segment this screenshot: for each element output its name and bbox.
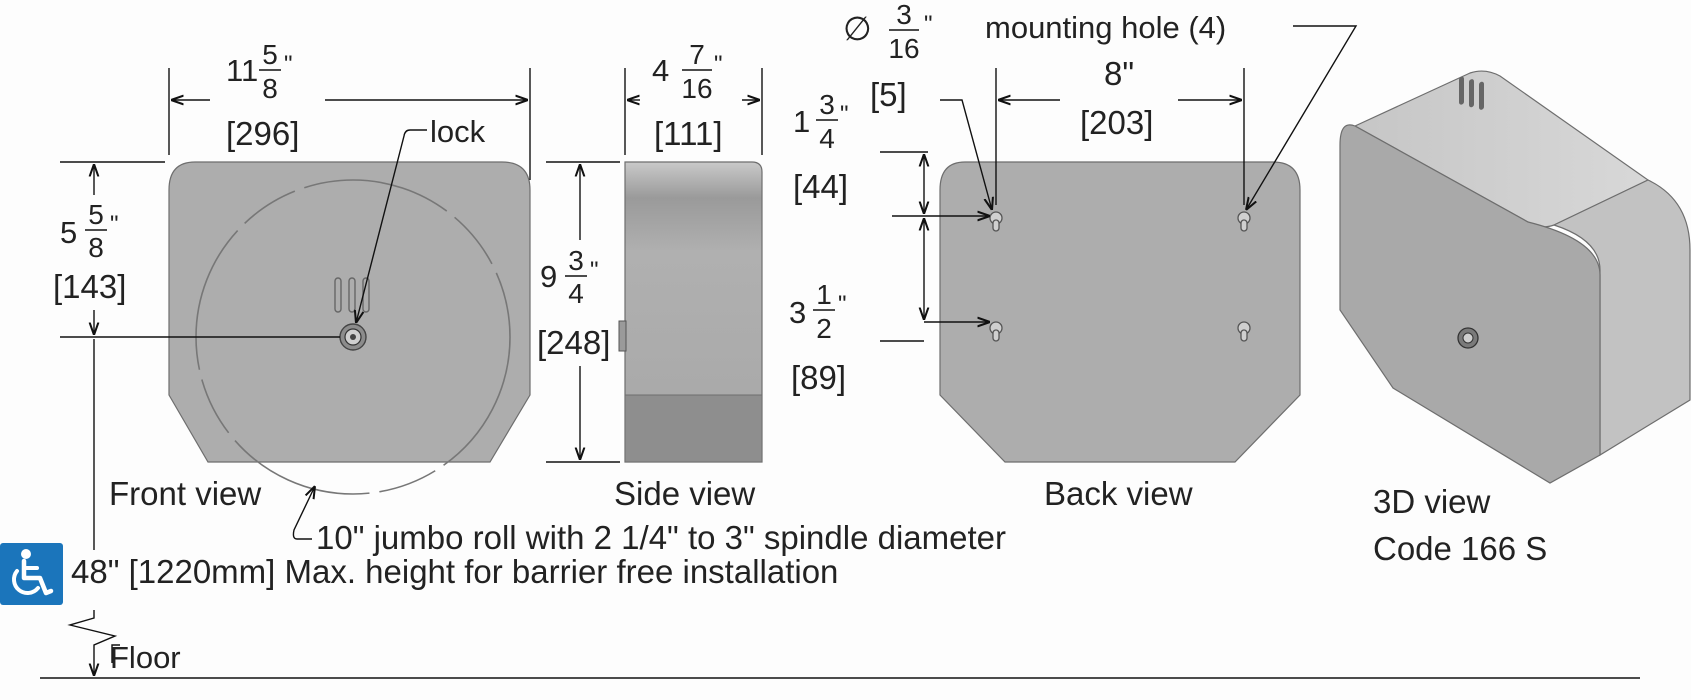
wheelchair-icon: [12, 549, 54, 596]
svg-text:[143]: [143]: [53, 268, 126, 305]
side-view-label: Side view: [614, 475, 755, 512]
slot: [1479, 81, 1484, 110]
svg-text:[44]: [44]: [793, 168, 848, 205]
svg-text:2: 2: [816, 313, 832, 344]
accessibility-badge: [0, 543, 63, 605]
side-bottom-panel: [624, 394, 763, 463]
mounting-hole-leader: [1246, 25, 1358, 210]
svg-text:": ": [838, 291, 847, 318]
slot: [1459, 76, 1464, 105]
keyhole-icon: [1237, 321, 1251, 342]
three-d-right: [1552, 179, 1691, 457]
slot: [334, 277, 342, 313]
lock-label: lock: [430, 114, 486, 149]
mounting-hole-label: mounting hole (4): [985, 10, 1226, 45]
roll-spec-text: 10" jumbo roll with 2 1/4" to 3" spindle…: [316, 519, 1006, 556]
model-code: Code 166 S: [1373, 530, 1547, 567]
svg-text:3: 3: [568, 245, 584, 276]
svg-text:": ": [110, 211, 119, 238]
svg-text:3: 3: [789, 295, 806, 330]
svg-text:": ": [924, 11, 933, 38]
back-view: 8" [203] mounting hole (4) ∅ 3 16 " [5] …: [789, 0, 1358, 512]
front-view-label: Front view: [109, 475, 261, 512]
svg-text:∅: ∅: [843, 10, 872, 47]
hole-dia-leader: [940, 99, 992, 210]
svg-text:4: 4: [568, 278, 584, 309]
svg-text:4: 4: [652, 53, 669, 88]
three-d-view-label: 3D view: [1373, 483, 1491, 520]
width-dimension: 11 5 8 " [296]: [226, 39, 299, 152]
svg-text:": ": [714, 51, 723, 78]
slot: [348, 277, 356, 313]
svg-text:8: 8: [262, 73, 278, 104]
svg-text:7: 7: [689, 39, 705, 70]
keyhole-icon: [1237, 211, 1251, 232]
svg-text:[203]: [203]: [1080, 104, 1153, 141]
side-lock-stub: [618, 320, 627, 352]
break-line: [67, 610, 118, 676]
svg-text:11: 11: [226, 53, 258, 88]
svg-text:4: 4: [819, 123, 835, 154]
back-body: [939, 161, 1301, 463]
svg-text:": ": [284, 51, 293, 78]
svg-text:[89]: [89]: [791, 359, 846, 396]
three-d-front: [1339, 124, 1601, 484]
svg-text:[296]: [296]: [226, 115, 299, 152]
lock-height-dimension: 5 5 8 " [143]: [53, 199, 126, 305]
svg-text:8": 8": [1104, 55, 1134, 92]
svg-text:1: 1: [793, 104, 810, 139]
side-body: [624, 161, 763, 463]
svg-text:[5]: [5]: [870, 76, 907, 113]
svg-text:[111]: [111]: [654, 115, 723, 152]
slot: [1469, 79, 1474, 108]
lock-leader: [356, 129, 427, 323]
svg-text:5: 5: [60, 215, 77, 250]
svg-text:1: 1: [816, 279, 832, 310]
lock-icon: [339, 323, 367, 351]
roll-leader: [292, 486, 315, 540]
svg-text:[248]: [248]: [537, 324, 610, 361]
hole-spacing-dimension: 8" [203]: [1080, 55, 1153, 141]
svg-text:16: 16: [681, 73, 712, 104]
floor-marker: [111, 644, 120, 663]
front-view: lock 11 5 8 " [296] 5 5 8 " [143]: [53, 39, 531, 676]
svg-text:5: 5: [262, 39, 278, 70]
back-view-label: Back view: [1044, 475, 1193, 512]
svg-text:3: 3: [896, 0, 912, 30]
lock-icon: [1457, 327, 1479, 349]
hole-vertical-dimension: 3 1 2 " [89]: [789, 279, 847, 396]
hole-diameter-dimension: ∅ 3 16 " [5]: [843, 0, 933, 113]
floor-label: Floor: [110, 640, 181, 675]
svg-text:5: 5: [88, 199, 104, 230]
depth-dimension: 4 7 16 " [111]: [652, 39, 723, 152]
svg-text:16: 16: [888, 33, 919, 64]
three-d-view: 3D view Code 166 S: [1339, 70, 1691, 567]
svg-text:3: 3: [819, 89, 835, 120]
svg-text:": ": [840, 101, 849, 128]
keyhole-icon: [989, 321, 1003, 342]
keyhole-icon: [989, 211, 1003, 232]
height-dimension: 9 3 4 " [248]: [537, 245, 610, 361]
svg-text:9: 9: [540, 259, 557, 294]
svg-text:8: 8: [88, 232, 104, 263]
side-view: 4 7 16 " [111] 9 3 4 " [248] Side view: [537, 39, 763, 512]
top-offset-dimension: 1 3 4 " [44]: [793, 89, 849, 205]
max-height-text: 48" [1220mm] Max. height for barrier fre…: [71, 553, 838, 590]
svg-text:": ": [590, 257, 599, 284]
